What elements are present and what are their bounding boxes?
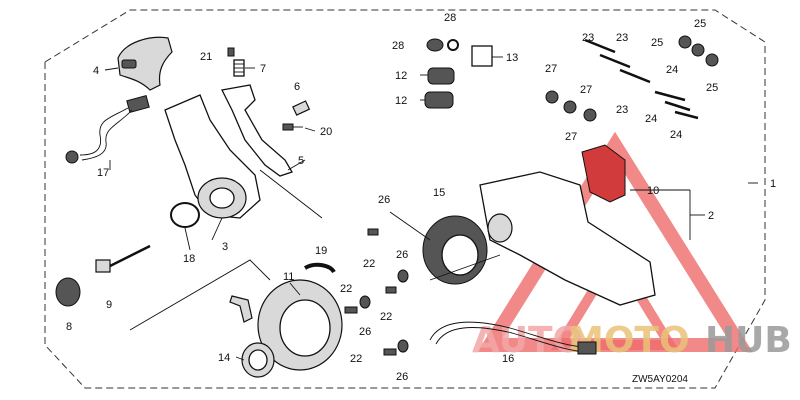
callout-22c: 22: [380, 311, 392, 323]
part-2-housing: [479, 171, 656, 306]
part-4-handle-grip: [117, 36, 173, 91]
callout-25c: 25: [706, 82, 718, 94]
part-11-disc-center: [279, 299, 331, 357]
callout-27c: 27: [565, 131, 577, 143]
callout-18: 18: [183, 253, 195, 265]
part-5-bracket: [221, 84, 293, 177]
watermark-auto: AUTO: [472, 320, 583, 361]
callout-23b: 23: [616, 32, 628, 44]
watermark-hub: HUB: [705, 320, 792, 361]
part-2-housing-boss: [487, 213, 513, 243]
callout-12b: 12: [395, 95, 407, 107]
callout-16: 16: [502, 353, 514, 365]
leader-lines: [104, 56, 758, 361]
callout-24b: 24: [645, 113, 657, 125]
callout-17: 17: [97, 167, 109, 179]
part-28-ring: [447, 39, 459, 51]
diagram-code: ZW5AY0204: [632, 374, 688, 385]
callout-15: 15: [433, 187, 445, 199]
part-25-27-nuts-washers: [545, 35, 719, 122]
callout-22a: 22: [363, 258, 375, 270]
part-7-spring: [233, 59, 245, 77]
part-20-bolt: [282, 123, 303, 131]
part-23-24-screws: [584, 38, 699, 120]
part-3-lever-hub-hole: [209, 187, 235, 209]
part-28-washer: [426, 38, 444, 52]
callout-28b: 28: [392, 40, 404, 52]
callout-20: 20: [320, 126, 332, 138]
part-9-shaft: [95, 244, 151, 273]
callout-26d: 26: [396, 371, 408, 383]
callout-23c: 23: [616, 104, 628, 116]
part-19-wire: [303, 262, 336, 274]
part-16-harness: [429, 321, 597, 355]
callout-26b: 26: [396, 249, 408, 261]
callout-26a: 26: [378, 194, 390, 206]
watermark-triangle-inner: [551, 245, 679, 350]
callout-7: 7: [260, 63, 266, 75]
callout-3: 3: [222, 241, 228, 253]
part-6-plate: [292, 100, 311, 116]
part-17-wire-harness: [65, 95, 150, 164]
callout-25a: 25: [694, 18, 706, 30]
part-15-rotor-center: [441, 234, 479, 276]
callout-14: 14: [218, 352, 230, 364]
callout-2: 2: [708, 210, 714, 222]
callout-24a: 24: [666, 64, 678, 76]
callout-4: 4: [93, 65, 99, 77]
part-10-gasket: [581, 144, 626, 203]
part-21-bolt: [227, 47, 235, 57]
callout-19: 19: [315, 245, 327, 257]
callout-24c: 24: [670, 129, 682, 141]
callout-9: 9: [106, 299, 112, 311]
callout-12a: 12: [395, 70, 407, 82]
callout-21: 21: [200, 51, 212, 63]
part-13-clip: [471, 45, 493, 67]
callout-11: 11: [283, 271, 294, 283]
callout-1: 1: [770, 178, 776, 190]
part-clip: [229, 295, 253, 323]
callout-5: 5: [298, 155, 304, 167]
callout-8: 8: [66, 321, 72, 333]
part-14-gear: [241, 342, 275, 378]
part-4-grip-slot: [121, 59, 137, 69]
callout-23a: 23: [582, 32, 594, 44]
part-22-26-fasteners: [344, 228, 409, 356]
watermark-moto: MOTO: [568, 320, 690, 361]
callout-labels: 1 2 3 4 5 6 7 8 9 10 11 12 12 13 14 15 1…: [66, 12, 776, 383]
callout-22d: 22: [350, 353, 362, 365]
callout-25b: 25: [651, 37, 663, 49]
callout-27b: 27: [580, 84, 592, 96]
callout-28a: 28: [444, 12, 456, 24]
callout-26c: 26: [359, 326, 371, 338]
part-12-clip-top: [427, 67, 455, 85]
part-12-clip-bottom: [424, 91, 454, 109]
callout-6: 6: [294, 81, 300, 93]
assembly-boundary: [44, 9, 766, 389]
callout-10: 10: [647, 185, 659, 197]
part-8-cap: [55, 277, 81, 307]
callout-22b: 22: [340, 283, 352, 295]
callout-27a: 27: [545, 63, 557, 75]
part-18-o-ring: [170, 202, 200, 228]
callout-13: 13: [506, 52, 518, 64]
